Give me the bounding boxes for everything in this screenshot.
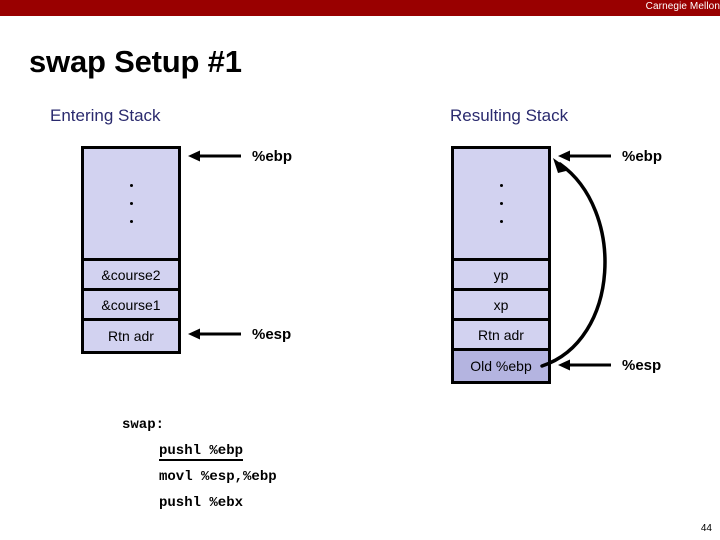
code-text: movl %esp,%ebp bbox=[159, 469, 277, 485]
subtitle-entering-stack: Entering Stack bbox=[50, 106, 161, 125]
stack-cell: &course2 bbox=[84, 261, 178, 291]
code-line: swap: bbox=[122, 412, 277, 438]
stack-cell: &course1 bbox=[84, 291, 178, 321]
stack-cell: xp bbox=[454, 291, 548, 321]
pointer-label: %esp bbox=[252, 325, 292, 343]
subtitle-resulting-stack: Resulting Stack bbox=[450, 106, 569, 125]
stack-cell-ellipsis bbox=[454, 149, 548, 261]
pointer-label: %ebp bbox=[252, 147, 293, 165]
pointer-label: %esp bbox=[622, 356, 662, 374]
dot-icon bbox=[129, 220, 133, 223]
dot-icon bbox=[499, 202, 503, 205]
code-line-current: pushl %ebp bbox=[122, 438, 277, 464]
code-text: pushl %ebx bbox=[159, 495, 244, 511]
vertical-ellipsis-icon bbox=[129, 184, 133, 223]
code-text: pushl %ebp bbox=[159, 443, 244, 461]
arrow-left-icon bbox=[558, 150, 611, 162]
code-line: movl %esp,%ebp bbox=[122, 464, 277, 490]
arrow-left-icon bbox=[188, 328, 241, 340]
pointer-label: %ebp bbox=[622, 147, 663, 165]
stack-cell: yp bbox=[454, 261, 548, 291]
dot-icon bbox=[499, 184, 503, 187]
stack-diagram-resulting: yp xp Rtn adr Old %ebp bbox=[451, 146, 551, 384]
page-title: swap Setup #1 bbox=[29, 44, 242, 79]
arrow-left-icon bbox=[188, 150, 241, 162]
pointer-resulting-ebp: %ebp bbox=[558, 147, 663, 165]
vertical-ellipsis-icon bbox=[499, 184, 503, 223]
pointer-resulting-esp: %esp bbox=[558, 356, 662, 374]
dot-icon bbox=[499, 220, 503, 223]
page-number: 44 bbox=[700, 523, 712, 534]
stack-cell-old-ebp: Old %ebp bbox=[454, 351, 548, 381]
stack-cell-ellipsis bbox=[84, 149, 178, 261]
stack-cell: Rtn adr bbox=[454, 321, 548, 351]
code-line: pushl %ebx bbox=[122, 490, 277, 516]
brand-label: Carnegie Mellon bbox=[645, 1, 720, 12]
stack-diagram-entering: &course2 &course1 Rtn adr bbox=[81, 146, 181, 354]
code-text: swap: bbox=[122, 417, 165, 433]
assembly-code-block: swap: pushl %ebp movl %esp,%ebp pushl %e… bbox=[122, 412, 277, 516]
header-bar bbox=[0, 0, 720, 16]
arrow-left-icon bbox=[558, 359, 611, 371]
dot-icon bbox=[129, 202, 133, 205]
stack-cell: Rtn adr bbox=[84, 321, 178, 351]
pointer-entering-esp: %esp bbox=[188, 325, 292, 343]
dot-icon bbox=[129, 184, 133, 187]
pointer-entering-ebp: %ebp bbox=[188, 147, 293, 165]
